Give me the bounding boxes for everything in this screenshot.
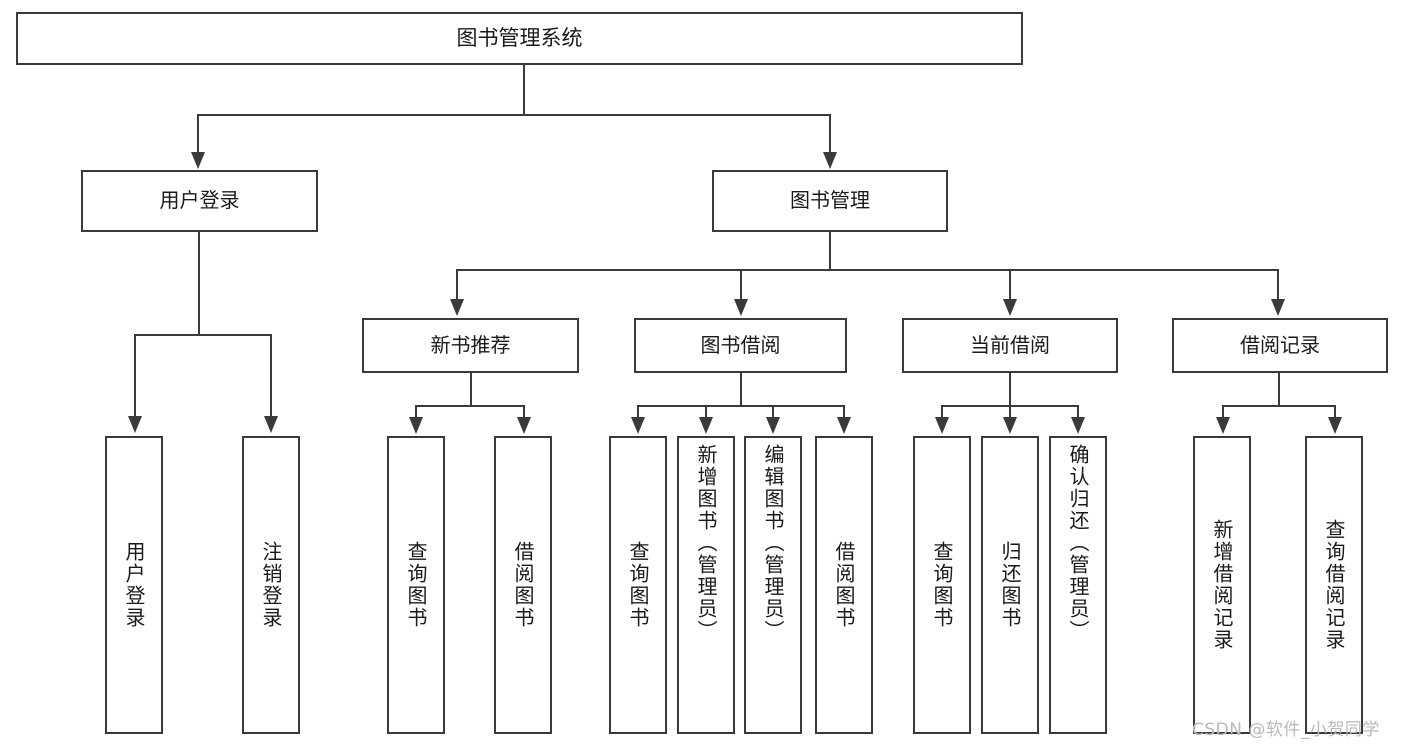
node-label: 新书推荐 xyxy=(430,332,511,357)
connector-root-drop-left xyxy=(197,114,199,154)
arrow-icon-nbr-child-2 xyxy=(517,417,531,434)
leaf-label: 编辑图书（管理员） xyxy=(761,444,785,642)
leaf-book-borrow-edit-book-admin[interactable]: 编辑图书（管理员） xyxy=(744,436,802,734)
arrow-icon-bb-child-2 xyxy=(699,417,713,434)
node-root-library-management-system[interactable]: 图书管理系统 xyxy=(16,12,1023,65)
connector-bb-stem xyxy=(740,373,742,406)
leaf-current-borrow-return-book[interactable]: 归还图书 xyxy=(981,436,1039,734)
connector-cb-drop-2 xyxy=(1009,405,1011,419)
leaf-current-borrow-query-book[interactable]: 查询图书 xyxy=(913,436,971,734)
leaf-label: 查询图书 xyxy=(404,541,428,629)
arrow-icon-user-login-child-1 xyxy=(128,416,142,433)
node-book-borrow[interactable]: 图书借阅 xyxy=(634,318,847,373)
connector-br-drop-2 xyxy=(1334,405,1336,419)
node-label: 图书管理系统 xyxy=(456,26,583,51)
connector-book-management-stem xyxy=(829,232,831,271)
leaf-label: 借阅图书 xyxy=(832,541,856,629)
leaf-user-login-logout[interactable]: 注销登录 xyxy=(242,436,300,734)
arrow-icon-bb-child-1 xyxy=(631,417,645,434)
leaf-label: 归还图书 xyxy=(998,541,1022,629)
arrow-icon-br-child-2 xyxy=(1328,417,1342,434)
node-label: 当前借阅 xyxy=(970,332,1050,357)
connector-br-bus xyxy=(1222,405,1336,407)
node-label: 用户登录 xyxy=(159,188,240,213)
connector-nbr-bus xyxy=(415,405,525,407)
node-label: 图书借阅 xyxy=(700,332,781,357)
connector-root-bus xyxy=(197,114,831,116)
leaf-label: 新增图书（管理员） xyxy=(694,444,718,642)
leaf-label: 借阅图书 xyxy=(511,541,535,629)
leaf-book-borrow-borrow-book[interactable]: 借阅图书 xyxy=(815,436,873,734)
arrow-icon-to-new-book-recommend xyxy=(450,299,464,316)
connector-book-management-bus xyxy=(456,269,1279,271)
leaf-label: 新增借阅记录 xyxy=(1210,519,1234,651)
node-label: 借阅记录 xyxy=(1240,332,1320,357)
connector-nbr-stem xyxy=(470,373,472,406)
leaf-borrow-record-query-record[interactable]: 查询借阅记录 xyxy=(1305,436,1363,734)
leaf-borrow-record-add-record[interactable]: 新增借阅记录 xyxy=(1193,436,1251,734)
connector-cb-stem xyxy=(1009,373,1011,406)
connector-bb-bus xyxy=(637,405,845,407)
connector-br-stem xyxy=(1278,373,1280,406)
leaf-label: 查询图书 xyxy=(626,541,650,629)
arrow-icon-cb-child-2 xyxy=(1003,417,1017,434)
connector-root-drop-right xyxy=(829,114,831,154)
arrow-icon-cb-child-3 xyxy=(1071,417,1085,434)
arrow-icon-to-user-login xyxy=(191,152,205,169)
node-borrow-record[interactable]: 借阅记录 xyxy=(1172,318,1388,373)
leaf-new-book-borrow-book[interactable]: 借阅图书 xyxy=(494,436,552,734)
leaf-book-borrow-add-book-admin[interactable]: 新增图书（管理员） xyxy=(677,436,735,734)
connector-nbr-drop-2 xyxy=(523,405,525,419)
leaf-label: 用户登录 xyxy=(122,541,146,629)
connector-cb-drop-3 xyxy=(1077,405,1079,419)
leaf-label: 查询图书 xyxy=(930,541,954,629)
node-user-login[interactable]: 用户登录 xyxy=(81,170,318,232)
leaf-current-borrow-confirm-return-admin[interactable]: 确认归还（管理员） xyxy=(1049,436,1107,734)
leaf-label: 注销登录 xyxy=(259,541,283,629)
arrow-icon-bb-child-4 xyxy=(837,417,851,434)
leaf-user-login-login[interactable]: 用户登录 xyxy=(105,436,163,734)
node-book-management[interactable]: 图书管理 xyxy=(712,170,948,232)
arrow-icon-to-current-borrow xyxy=(1003,299,1017,316)
connector-cb-drop-1 xyxy=(941,405,943,419)
connector-bb-drop-4 xyxy=(843,405,845,419)
arrow-icon-to-borrow-record xyxy=(1271,299,1285,316)
leaf-new-book-query-book[interactable]: 查询图书 xyxy=(387,436,445,734)
arrow-icon-to-book-management xyxy=(823,152,837,169)
connector-user-login-bus xyxy=(134,334,272,336)
connector-user-login-drop-1 xyxy=(134,334,136,418)
connector-user-login-stem xyxy=(198,232,200,335)
connector-bm-drop-2 xyxy=(740,269,742,301)
csdn-watermark: CSDN @软件_小贺同学 xyxy=(1192,720,1380,740)
arrow-icon-bb-child-3 xyxy=(766,417,780,434)
connector-bb-drop-3 xyxy=(772,405,774,419)
node-label: 图书管理 xyxy=(790,188,870,213)
arrow-icon-to-book-borrow xyxy=(734,299,748,316)
connector-bm-drop-3 xyxy=(1009,269,1011,301)
connector-bb-drop-2 xyxy=(705,405,707,419)
leaf-book-borrow-query-book[interactable]: 查询图书 xyxy=(609,436,667,734)
arrow-icon-cb-child-1 xyxy=(935,417,949,434)
connector-user-login-drop-2 xyxy=(270,334,272,418)
connector-bm-drop-4 xyxy=(1277,269,1279,301)
arrow-icon-nbr-child-1 xyxy=(409,417,423,434)
connector-bm-drop-1 xyxy=(456,269,458,301)
arrow-icon-br-child-1 xyxy=(1216,417,1230,434)
arrow-icon-user-login-child-2 xyxy=(264,416,278,433)
connector-nbr-drop-1 xyxy=(415,405,417,419)
connector-bb-drop-1 xyxy=(637,405,639,419)
node-current-borrow[interactable]: 当前借阅 xyxy=(902,318,1118,373)
leaf-label: 查询借阅记录 xyxy=(1322,519,1346,651)
connector-br-drop-1 xyxy=(1222,405,1224,419)
leaf-label: 确认归还（管理员） xyxy=(1066,444,1090,642)
node-new-book-recommend[interactable]: 新书推荐 xyxy=(362,318,579,373)
connector-root-stem xyxy=(523,65,525,115)
